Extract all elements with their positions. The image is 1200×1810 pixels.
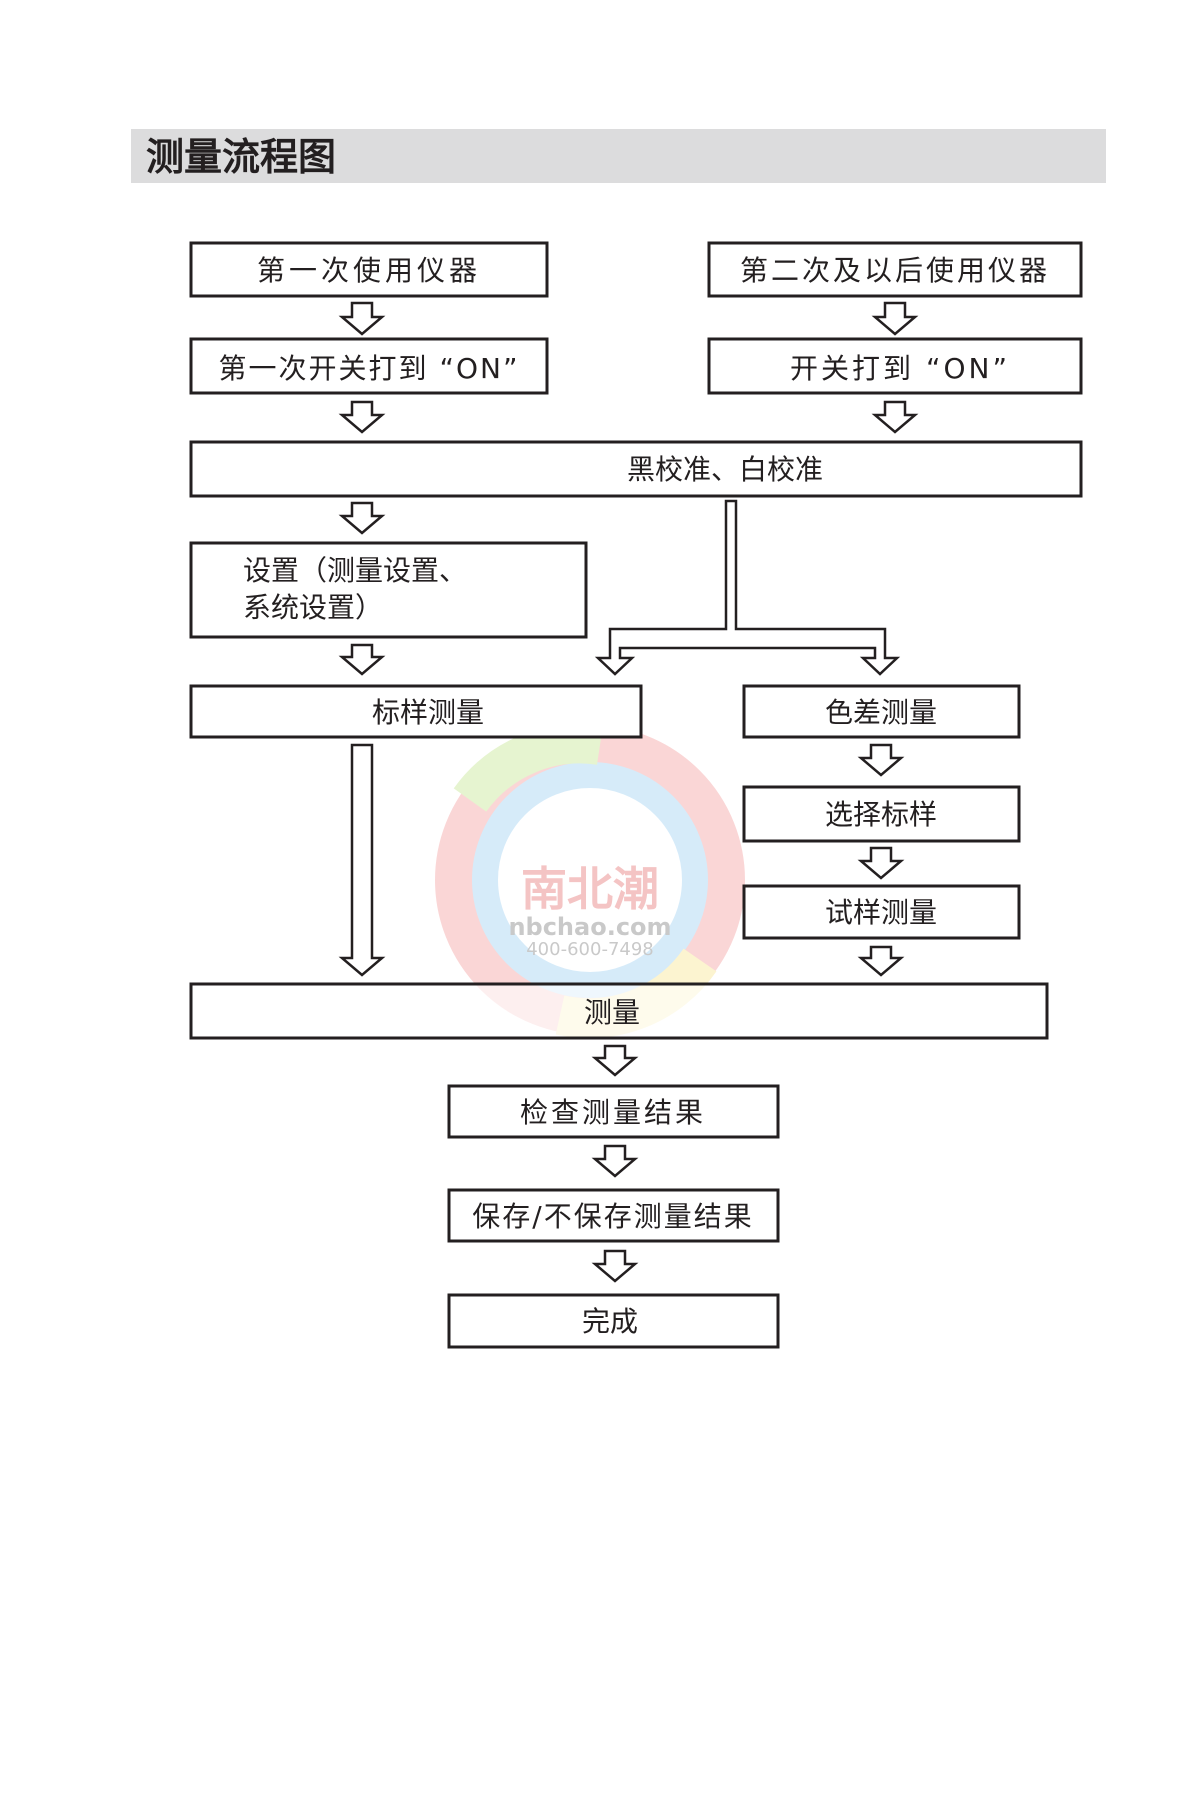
branch-arrow-icon	[594, 499, 901, 676]
page-title: 测量流程图	[146, 135, 336, 179]
down-arrow-icon	[591, 1144, 639, 1178]
node-settings-label-1: 设置（测量设置、	[243, 554, 467, 587]
watermark: 南北潮 nbchao.com 400-600-7498	[435, 723, 745, 1039]
node-settings-label-2: 系统设置）	[243, 591, 383, 624]
node-done-label: 完成	[582, 1305, 638, 1338]
watermark-phone: 400-600-7498	[526, 939, 654, 960]
node-first-switch-on	[189, 337, 549, 395]
down-arrow-icon	[338, 301, 386, 336]
down-arrow-icon	[338, 400, 386, 434]
node-calibration	[189, 440, 1083, 498]
watermark-brand: 南北潮	[521, 862, 659, 916]
node-first-use-label: 第一次使用仪器	[257, 254, 481, 287]
node-first-use	[189, 241, 549, 298]
node-save-results-label: 保存/不保存测量结果	[472, 1200, 753, 1233]
node-measure-label: 测量	[584, 996, 640, 1029]
node-select-standard-label: 选择标样	[825, 798, 937, 831]
node-measure	[189, 982, 1049, 1040]
node-color-diff-measure-label: 色差测量	[825, 696, 937, 729]
down-arrow-icon	[338, 643, 386, 676]
header-band	[131, 129, 1106, 183]
node-switch-on-label: 开关打到 “ON”	[790, 352, 1010, 385]
down-arrow-icon	[591, 1044, 639, 1077]
node-sample-measure-label: 试样测量	[825, 896, 937, 929]
down-arrow-icon	[857, 846, 905, 880]
node-switch-on	[707, 337, 1083, 395]
watermark-site: nbchao.com	[508, 913, 671, 941]
node-select-standard	[742, 785, 1021, 843]
node-calibration-label: 黑校准、白校准	[627, 453, 823, 486]
down-arrow-icon	[338, 501, 386, 535]
down-arrow-icon	[871, 400, 919, 434]
node-check-results	[447, 1084, 780, 1139]
node-check-results-label: 检查测量结果	[520, 1096, 706, 1129]
node-standard-measure	[189, 684, 643, 739]
node-done	[447, 1293, 780, 1349]
down-arrow-icon	[338, 743, 386, 977]
down-arrow-icon	[871, 301, 919, 336]
node-first-switch-on-label: 第一次开关打到 “ON”	[219, 352, 520, 385]
node-save-results	[447, 1188, 780, 1243]
down-arrow-icon	[857, 743, 905, 777]
node-later-use	[707, 241, 1083, 298]
node-sample-measure	[742, 884, 1021, 940]
node-standard-measure-label: 标样测量	[372, 696, 484, 729]
node-later-use-label: 第二次及以后使用仪器	[740, 254, 1050, 287]
node-color-diff-measure	[742, 684, 1021, 739]
node-settings	[189, 541, 588, 639]
down-arrow-icon	[857, 945, 905, 977]
down-arrow-icon	[591, 1249, 639, 1283]
